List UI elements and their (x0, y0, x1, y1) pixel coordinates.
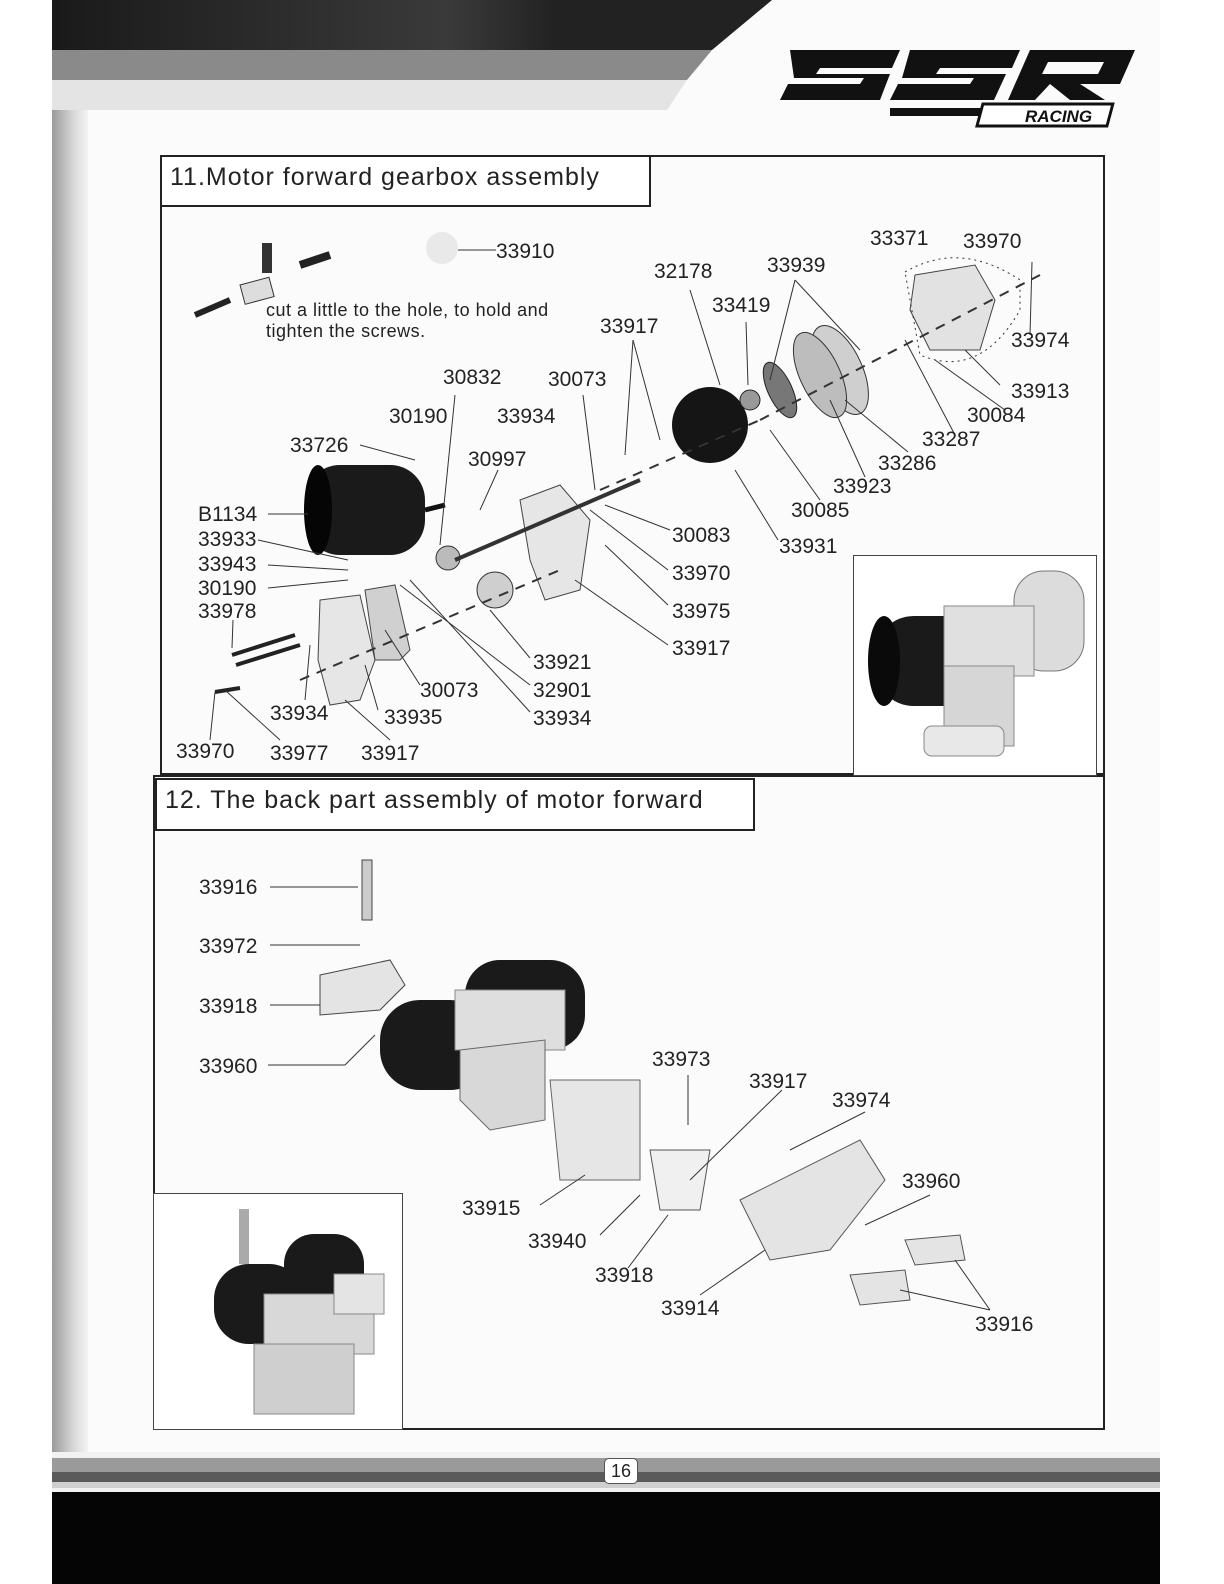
header-band (52, 0, 772, 110)
part-label-30832: 30832 (443, 366, 501, 389)
part-label-30997: 30997 (468, 448, 526, 471)
part-label-33917: 33917 (672, 637, 730, 660)
section-11-assembled-photo (853, 555, 1097, 776)
cover-part (904, 257, 1021, 363)
part-label-b1134: B1134 (198, 503, 257, 526)
motor-part (304, 465, 446, 555)
part-label-33975: 33975 (672, 600, 730, 623)
part-label-33970: 33970 (176, 740, 234, 763)
shaft-part (299, 274, 1041, 681)
part-label-33974: 33974 (832, 1089, 891, 1112)
binding-shadow (52, 0, 88, 1500)
bsr-racing-logo: RACING (780, 50, 1135, 128)
section-11-leader-lines (209, 249, 1033, 741)
part-label-30190: 30190 (389, 405, 447, 428)
part-label-33916: 33916 (199, 876, 257, 899)
section-12-panel (153, 775, 1105, 1430)
part-label-30073: 30073 (548, 368, 606, 391)
part-label-33934: 33934 (497, 405, 556, 428)
part-label-33933: 33933 (198, 528, 256, 551)
section-11-part-labels: 33910 33371 33970 32178 33939 33419 3391… (176, 227, 1070, 765)
part-label-33923: 33923 (833, 475, 891, 498)
part-label-33917: 33917 (749, 1070, 807, 1093)
part-label-33921: 33921 (533, 651, 591, 674)
scan-border-bottom (52, 1492, 1160, 1584)
part-label-30073: 30073 (420, 679, 478, 702)
assembly-note-line-2: tighten the screws. (266, 321, 426, 341)
page-left-margin (0, 0, 52, 1584)
part-label-33918: 33918 (199, 995, 257, 1018)
part-label-33934: 33934 (270, 702, 329, 725)
section-12-parts (319, 859, 966, 1306)
part-label-33286: 33286 (878, 452, 936, 475)
part-label-33913: 33913 (1011, 380, 1069, 403)
part-label-33935: 33935 (384, 706, 442, 729)
part-label-33918: 33918 (595, 1264, 653, 1287)
part-label-33943: 33943 (198, 553, 256, 576)
part-label-33960: 33960 (199, 1055, 257, 1078)
screws-part (193, 232, 458, 694)
part-label-30085: 30085 (791, 499, 849, 522)
part-label-32178: 32178 (654, 260, 712, 283)
section-12-leader-lines (268, 886, 991, 1311)
svg-text:RACING: RACING (1025, 107, 1092, 126)
section-12-assembled-photo (153, 1193, 403, 1430)
part-label-33916: 33916 (975, 1313, 1033, 1336)
part-label-33970: 33970 (672, 562, 730, 585)
part-label-33973: 33973 (652, 1048, 710, 1071)
part-label-33940: 33940 (528, 1230, 586, 1253)
part-label-33915: 33915 (462, 1197, 520, 1220)
part-label-33287: 33287 (922, 428, 980, 451)
part-label-33931: 33931 (779, 535, 837, 558)
part-label-32901: 32901 (533, 679, 591, 702)
part-label-33910: 33910 (496, 240, 554, 263)
part-label-33419: 33419 (712, 294, 770, 317)
part-label-33917: 33917 (600, 315, 658, 338)
part-label-33974: 33974 (1011, 329, 1070, 352)
section-12-part-labels: 33916 33972 33918 33960 33973 33917 3397… (199, 876, 1033, 1336)
part-label-33972: 33972 (199, 935, 257, 958)
part-label-30084: 30084 (967, 404, 1026, 427)
part-label-30083: 30083 (672, 524, 730, 547)
part-label-33371: 33371 (870, 227, 928, 250)
part-label-33978: 33978 (198, 600, 256, 623)
assembly-note-line-1: cut a little to the hole, to hold and (266, 300, 549, 320)
part-label-33914: 33914 (661, 1297, 720, 1320)
part-label-33934: 33934 (533, 707, 592, 730)
part-label-33917: 33917 (361, 742, 419, 765)
gearbox-housing-part (317, 484, 591, 706)
part-label-30190: 30190 (198, 577, 256, 600)
part-label-33726: 33726 (290, 434, 348, 457)
page-number: 16 (604, 1458, 638, 1484)
part-label-33970: 33970 (963, 230, 1021, 253)
section-12-title: 12. The back part assembly of motor forw… (155, 778, 755, 831)
section-11-title: 11.Motor forward gearbox assembly (160, 155, 651, 207)
part-label-33960: 33960 (902, 1170, 960, 1193)
assembly-note: cut a little to the hole, to hold and ti… (266, 300, 549, 342)
page-right-margin (1160, 0, 1224, 1584)
gears-part (435, 325, 869, 609)
part-label-33977: 33977 (270, 742, 328, 765)
part-label-33939: 33939 (767, 254, 825, 277)
